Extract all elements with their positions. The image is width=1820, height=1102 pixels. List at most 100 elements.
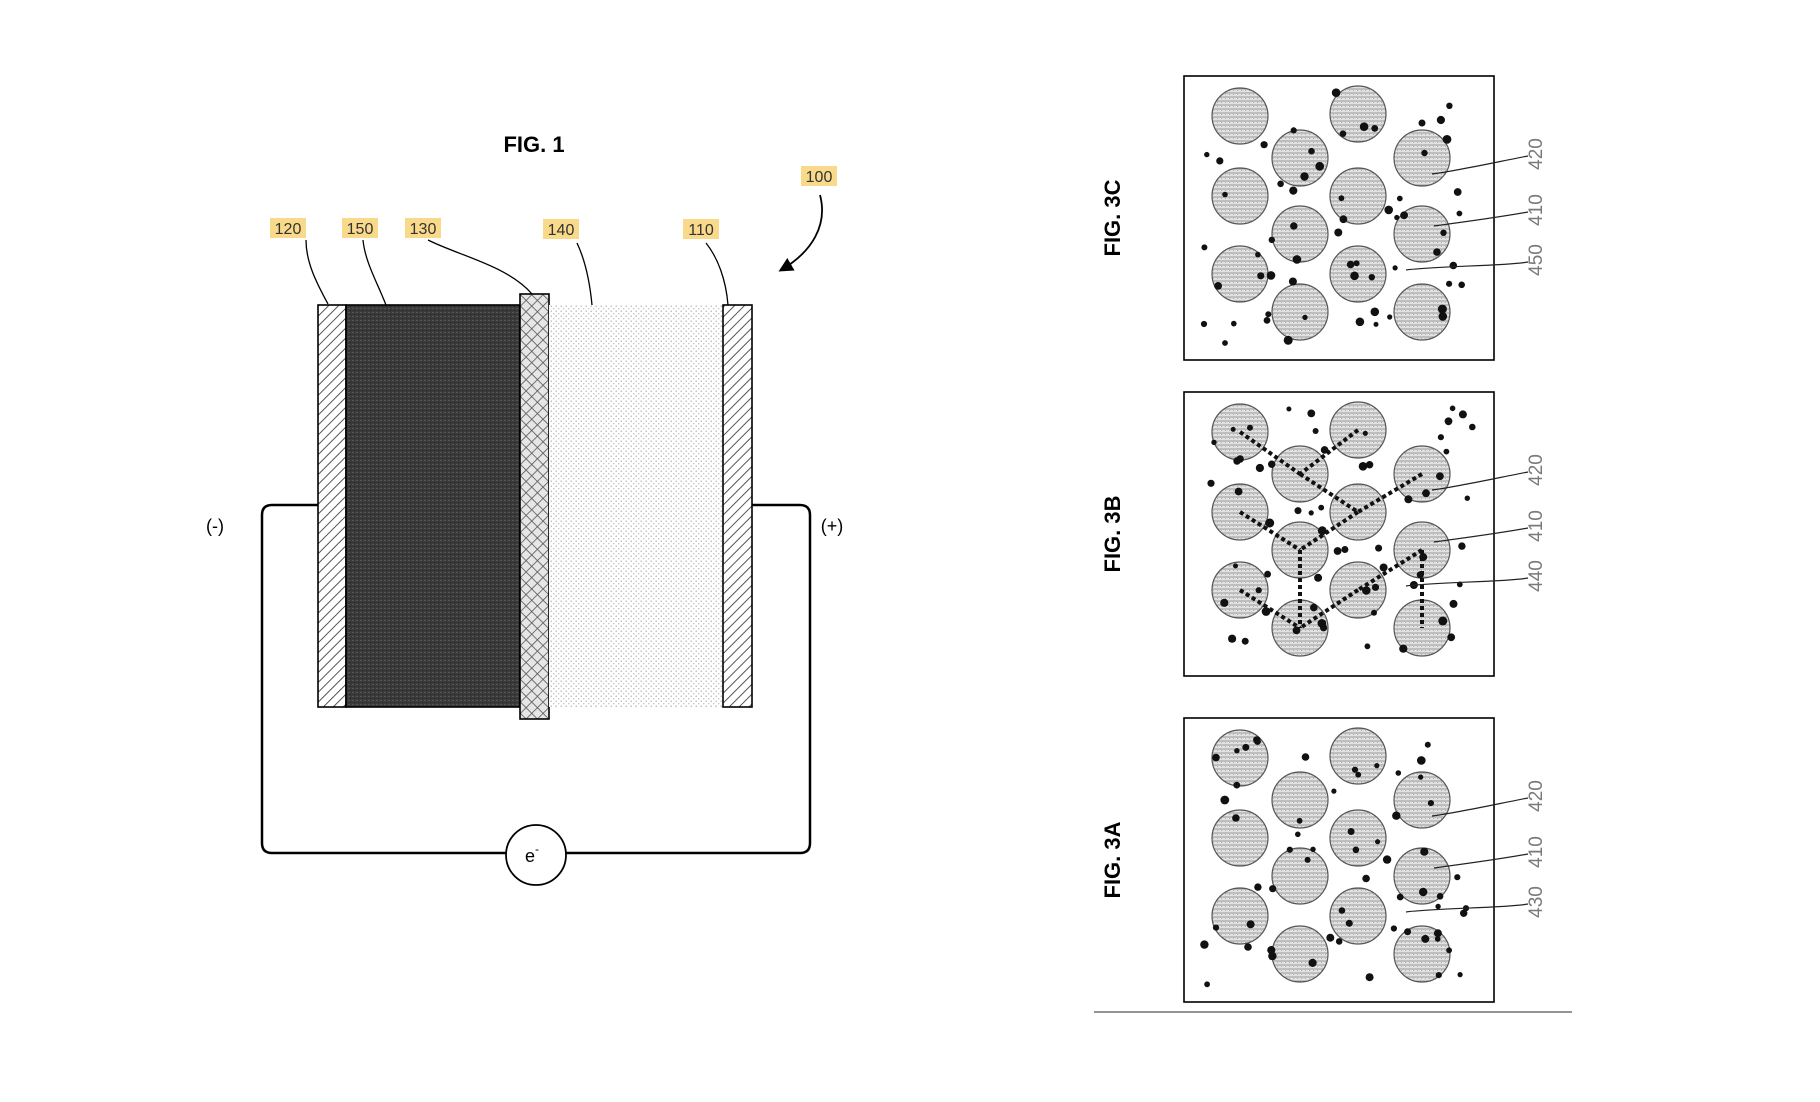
conductive-additive-dot — [1315, 161, 1325, 171]
ref-150-highlight — [342, 218, 378, 238]
conductive-chain — [1356, 472, 1424, 514]
conductive-additive-dot — [1339, 130, 1347, 137]
conductive-additive-dot — [1247, 424, 1253, 431]
conductive-additive-dot — [1289, 186, 1298, 195]
active-particle — [1393, 205, 1451, 263]
fig3-panel-title: FIG. 3C — [1100, 179, 1125, 256]
ref-100-label: 100 — [806, 169, 833, 186]
conductive-additive-dot — [1296, 817, 1303, 824]
conductive-additive-dot — [1314, 573, 1323, 582]
fig3-ref-leader — [1433, 853, 1529, 869]
conductive-additive-dot — [1200, 320, 1208, 328]
conductive-additive-dot — [1371, 609, 1377, 616]
conductive-additive-dot — [1453, 188, 1462, 196]
conductive-chain — [1238, 588, 1302, 630]
conductive-additive-dot — [1458, 410, 1467, 419]
active-particle — [1329, 887, 1387, 945]
ref-100-highlight — [801, 166, 837, 186]
conductive-additive-dot — [1294, 507, 1302, 515]
conductive-additive-dot — [1310, 603, 1318, 612]
conductive-additive-dot — [1373, 321, 1379, 327]
conductive-additive-dot — [1277, 180, 1284, 188]
conductive-additive-dot — [1268, 951, 1277, 961]
active-particle — [1393, 847, 1451, 905]
fig3-ref-leader — [1433, 527, 1529, 543]
conductive-additive-dot — [1437, 434, 1444, 441]
fig3-ref-420: 420 — [1526, 138, 1547, 170]
conductive-additive-dot — [1261, 607, 1271, 616]
conductive-additive-dot — [1446, 280, 1453, 287]
conductive-additive-dot — [1449, 261, 1458, 270]
conductive-additive-dot — [1320, 624, 1328, 632]
conductive-additive-dot — [1212, 753, 1220, 762]
conductive-additive-dot — [1290, 222, 1298, 230]
conductive-additive-dot — [1396, 893, 1404, 901]
ref-130-highlight — [405, 218, 441, 238]
conductive-additive-dot — [1435, 972, 1442, 979]
fig3-ref-410: 410 — [1526, 510, 1547, 542]
conductive-additive-dot — [1292, 255, 1302, 264]
conductive-additive-dot — [1214, 282, 1222, 290]
conductive-additive-dot — [1435, 903, 1441, 910]
conductive-additive-dot — [1233, 457, 1241, 465]
ref-140-leader — [576, 242, 593, 306]
anode-current-collector-120 — [317, 304, 347, 708]
conductive-additive-dot — [1362, 874, 1370, 883]
active-particle — [1211, 809, 1269, 867]
circuit-wire-right — [566, 503, 812, 855]
conductive-additive-dot — [1442, 135, 1452, 144]
conductive-additive-dot — [1399, 644, 1408, 653]
fig3-panel-title: FIG. 3A — [1100, 821, 1125, 898]
conductive-additive-dot — [1308, 147, 1315, 155]
conductive-additive-dot — [1339, 215, 1348, 224]
conductive-additive-dot — [1436, 472, 1444, 481]
fig3-ref-410: 410 — [1526, 836, 1547, 868]
conductive-additive-dot — [1436, 893, 1444, 900]
conductive-additive-dot — [1392, 811, 1401, 820]
ref-120-label: 120 — [275, 221, 302, 238]
conductive-additive-dot — [1358, 462, 1368, 471]
active-particle — [1271, 129, 1329, 187]
conductive-additive-dot — [1338, 195, 1345, 202]
active-particle — [1271, 771, 1329, 829]
conductive-additive-dot — [1437, 304, 1447, 314]
conductive-additive-dot — [1254, 883, 1262, 891]
conductive-additive-dot — [1359, 122, 1369, 131]
conductive-additive-dot — [1295, 831, 1301, 838]
conductive-additive-dot — [1257, 272, 1265, 280]
active-particle — [1271, 847, 1329, 905]
conductive-additive-dot — [1382, 855, 1392, 864]
conductive-additive-dot — [1228, 634, 1237, 643]
ref-110-leader — [705, 242, 729, 306]
conductive-additive-dot — [1434, 936, 1441, 942]
conductive-additive-dot — [1438, 312, 1448, 321]
fig3-ref-450: 450 — [1526, 244, 1547, 276]
fig3-ref-430: 430 — [1526, 886, 1547, 918]
conductive-additive-dot — [1283, 335, 1293, 345]
active-particle — [1271, 283, 1329, 341]
conductive-additive-dot — [1404, 495, 1413, 504]
conductive-chain — [1298, 588, 1360, 630]
active-particle — [1393, 771, 1451, 829]
conductive-additive-dot — [1230, 426, 1236, 432]
fig3-ref-leader — [1431, 471, 1529, 491]
ref-140-highlight — [543, 219, 579, 239]
negative-terminal-label: (-) — [206, 516, 224, 536]
conductive-additive-dot — [1301, 753, 1310, 761]
ref-110-label: 110 — [688, 222, 714, 239]
fig3-ref-leader — [1431, 155, 1529, 175]
conductive-additive-dot — [1268, 460, 1276, 468]
conductive-additive-dot — [1355, 317, 1365, 327]
conductive-additive-dot — [1232, 814, 1240, 822]
conductive-additive-dot — [1204, 981, 1210, 988]
conductive-additive-dot — [1458, 542, 1466, 550]
conductive-additive-dot — [1244, 943, 1252, 951]
cathode-layer-140 — [549, 305, 723, 707]
conductive-additive-dot — [1302, 314, 1308, 321]
electron-load-circle — [505, 824, 567, 886]
conductive-additive-dot — [1449, 405, 1456, 412]
active-particle — [1211, 887, 1269, 945]
ref-120-highlight — [270, 218, 306, 238]
conductive-additive-dot — [1365, 973, 1374, 982]
